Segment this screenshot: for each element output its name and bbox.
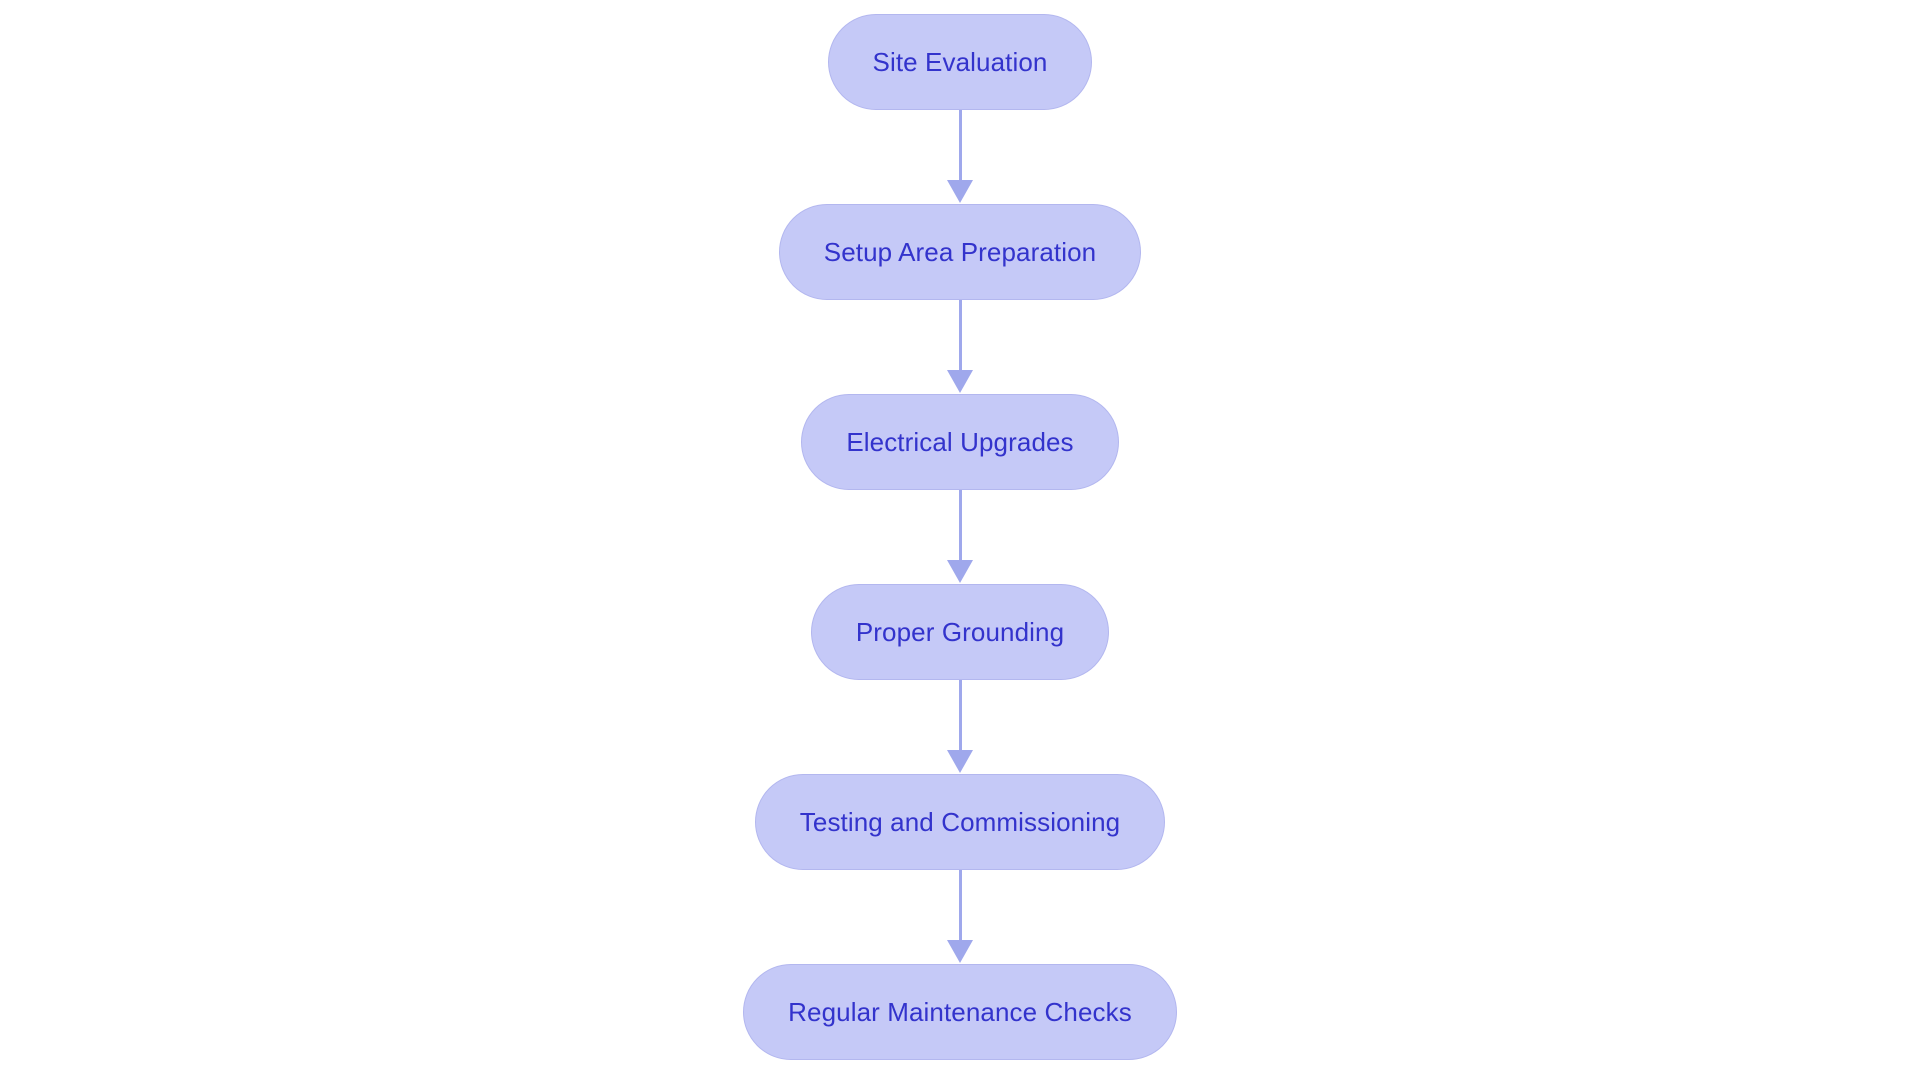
flow-node-label: Regular Maintenance Checks [788,996,1132,1027]
arrow-stem [958,870,962,942]
flow-node-electrical-upgrades[interactable]: Electrical Upgrades [801,394,1119,490]
arrow-stem [958,680,962,752]
flow-arrow-3 [947,490,973,584]
flow-node-label: Electrical Upgrades [846,426,1074,457]
flow-arrow-4 [947,680,973,774]
flow-node-setup-area-preparation[interactable]: Setup Area Preparation [778,204,1142,300]
arrow-stem [958,490,962,562]
flow-arrow-5 [947,870,973,964]
flow-node-label: Proper Grounding [855,616,1065,647]
arrow-head-down-icon [947,180,973,203]
flow-arrow-2 [947,300,973,394]
flow-node-site-evaluation[interactable]: Site Evaluation [827,14,1093,110]
arrow-head-down-icon [947,940,973,963]
arrow-head-down-icon [947,560,973,583]
flow-node-testing-and-commissioning[interactable]: Testing and Commissioning [754,774,1166,870]
flow-node-label: Site Evaluation [872,46,1048,77]
arrow-stem [958,110,962,182]
flow-node-regular-maintenance-checks[interactable]: Regular Maintenance Checks [743,964,1177,1060]
flow-node-label: Setup Area Preparation [823,236,1097,267]
arrow-stem [958,300,962,372]
flow-node-proper-grounding[interactable]: Proper Grounding [810,584,1110,680]
flow-arrow-1 [947,110,973,204]
flow-node-label: Testing and Commissioning [799,806,1121,837]
arrow-head-down-icon [947,750,973,773]
arrow-head-down-icon [947,370,973,393]
